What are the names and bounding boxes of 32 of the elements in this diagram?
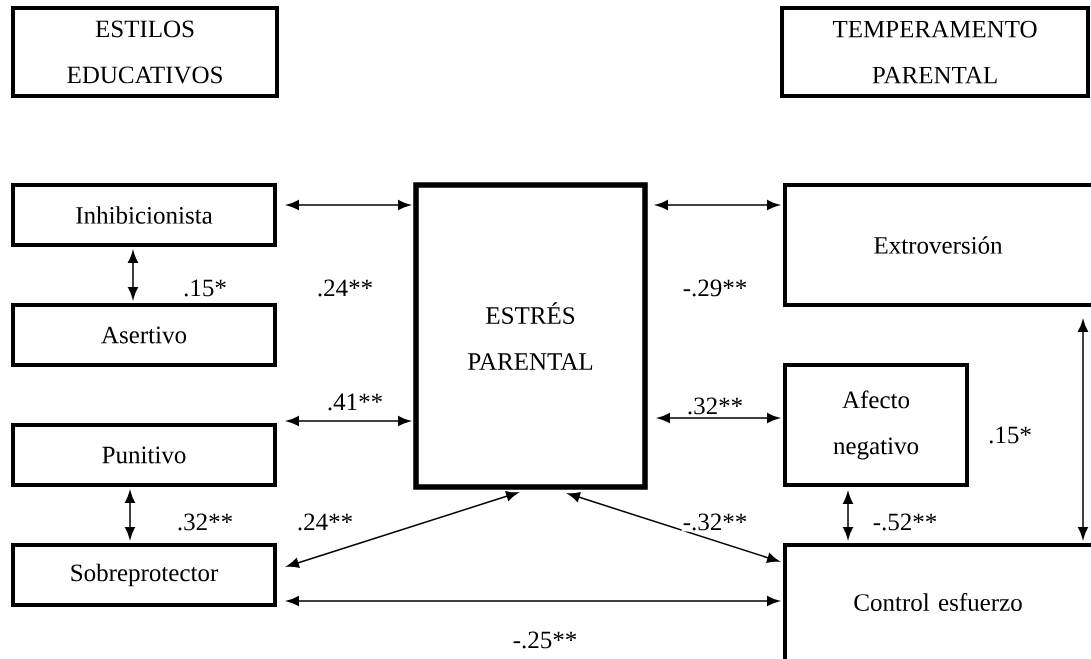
edge-label: -.52**	[871, 512, 939, 532]
double-arrow	[128, 251, 138, 299]
central-box: ESTRÉS PARENTAL	[413, 182, 648, 490]
double-arrow	[287, 416, 410, 426]
double-arrow	[287, 491, 518, 568]
edge-label: -.29**	[681, 278, 749, 298]
double-arrow	[125, 491, 135, 539]
edge-label: .15*	[987, 425, 1033, 445]
variable-box: Control esfuerzo	[783, 543, 1091, 659]
edge-label: -.25**	[511, 630, 579, 650]
double-arrow	[658, 413, 779, 423]
variable-box: Inhibicionista	[11, 183, 277, 247]
edge-label: .15*	[182, 278, 228, 298]
variable-box: Asertivo	[11, 303, 277, 367]
edge-label: .32**	[175, 512, 235, 532]
edge-label: .24**	[315, 278, 375, 298]
double-arrow	[656, 200, 779, 210]
heading-box: TEMPERAMENTO PARENTAL	[780, 6, 1090, 98]
variable-box: Extroversión	[783, 183, 1091, 307]
double-arrow	[1078, 320, 1088, 539]
double-arrow	[287, 596, 779, 606]
edge-label: .32**	[685, 396, 745, 416]
double-arrow	[568, 492, 779, 563]
edge-label: -.32**	[681, 512, 749, 532]
variable-box: Sobreprotector	[11, 543, 277, 607]
edge-label: .24**	[295, 512, 355, 532]
variable-box: Afecto negativo	[783, 363, 969, 487]
double-arrow	[287, 200, 410, 210]
edge-label: .41**	[325, 392, 385, 412]
variable-box: Punitivo	[11, 423, 277, 487]
double-arrow	[843, 492, 853, 539]
heading-box: ESTILOS EDUCATIVOS	[11, 6, 279, 98]
